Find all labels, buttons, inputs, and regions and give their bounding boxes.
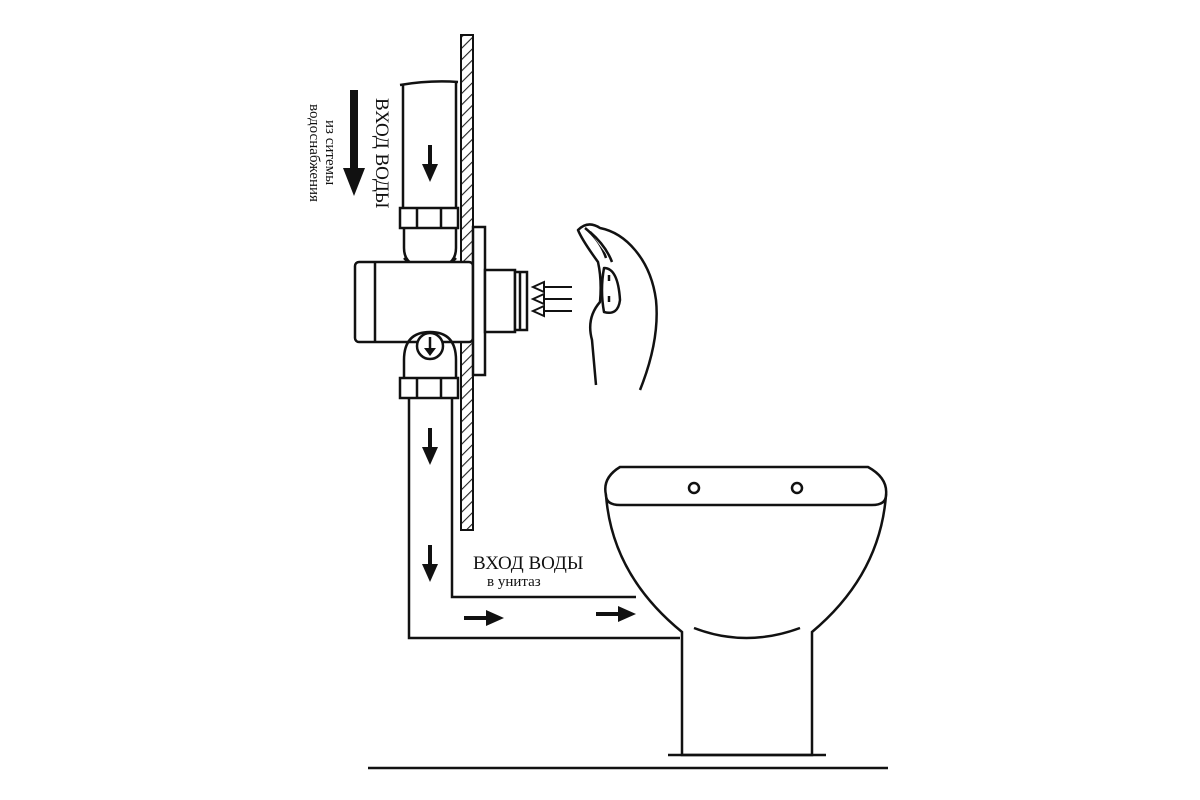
flush-valve-body — [353, 225, 529, 377]
flow-indicator-icon — [415, 331, 445, 361]
flow-arrow-icon — [343, 90, 365, 196]
top-coupling-nut — [398, 206, 460, 230]
inlet-title-label: ВХОД ВОДЫ — [371, 98, 392, 208]
flow-arrow-icon — [464, 610, 504, 626]
outlet-title-label: ВХОД ВОДЫ — [473, 553, 583, 574]
flow-arrow-icon — [596, 606, 636, 622]
sensor-signal-arrows-icon — [530, 280, 572, 318]
inlet-subtitle-line2: водоснабжения — [306, 104, 322, 202]
flow-arrow-icon — [422, 428, 438, 465]
inlet-pipe — [399, 80, 459, 208]
outlet-subtitle-label: в унитаз — [487, 574, 541, 590]
toilet-icon — [604, 465, 888, 757]
bottom-coupling-nut — [398, 376, 460, 400]
flow-arrow-icon — [422, 145, 438, 182]
outlet-pipe — [407, 398, 680, 640]
inlet-subtitle-line1: из ситемы — [322, 120, 338, 185]
hand-icon — [576, 223, 658, 391]
flow-arrow-icon — [422, 545, 438, 582]
